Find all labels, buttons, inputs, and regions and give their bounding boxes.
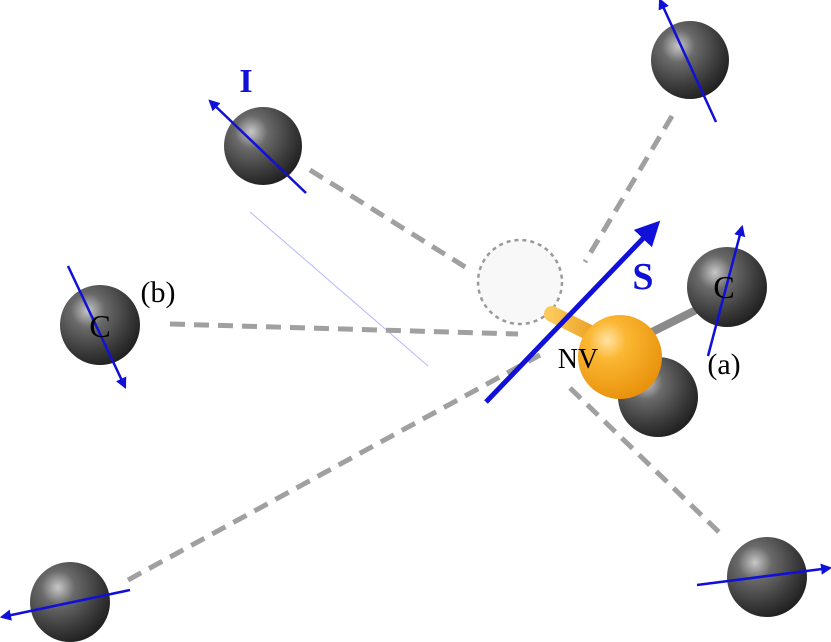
carbon-atom-upper-left (224, 107, 302, 185)
spin-arrow-upper-left (208, 99, 307, 194)
electron-spin-label: S (632, 256, 653, 298)
tag-a-label: (a) (707, 348, 740, 381)
carbon-atom-upper-right (651, 21, 729, 99)
spin-arrow-lower-left (0, 588, 131, 621)
coupling-line-upper-right (582, 114, 675, 264)
coupling-line-lower-left (126, 352, 542, 583)
nv-center-label: NV (558, 344, 598, 375)
coupling-line-carbon-b (169, 321, 519, 337)
electron-spin-arrow (484, 220, 661, 404)
coupling-lines (126, 114, 724, 583)
vacancy-circle (476, 238, 564, 326)
spin-arrow-carbon-b (66, 265, 127, 390)
carbon-a-label: C (713, 269, 734, 305)
spin-arrow-upper-right (658, 0, 718, 123)
coupling-line-upper-left (308, 167, 472, 273)
nitrogen-atom (578, 315, 662, 399)
nuclear-spin-label: I (239, 63, 252, 100)
spin-arrow-carbon-a (706, 224, 746, 357)
spin-arrow-lower-right (696, 563, 831, 587)
guide-line (249, 211, 429, 367)
carbon-atom-b (60, 285, 140, 365)
carbon-b-label: C (89, 308, 110, 344)
coupling-line-lower-right (568, 386, 724, 537)
tag-b-label: (b) (141, 276, 176, 309)
